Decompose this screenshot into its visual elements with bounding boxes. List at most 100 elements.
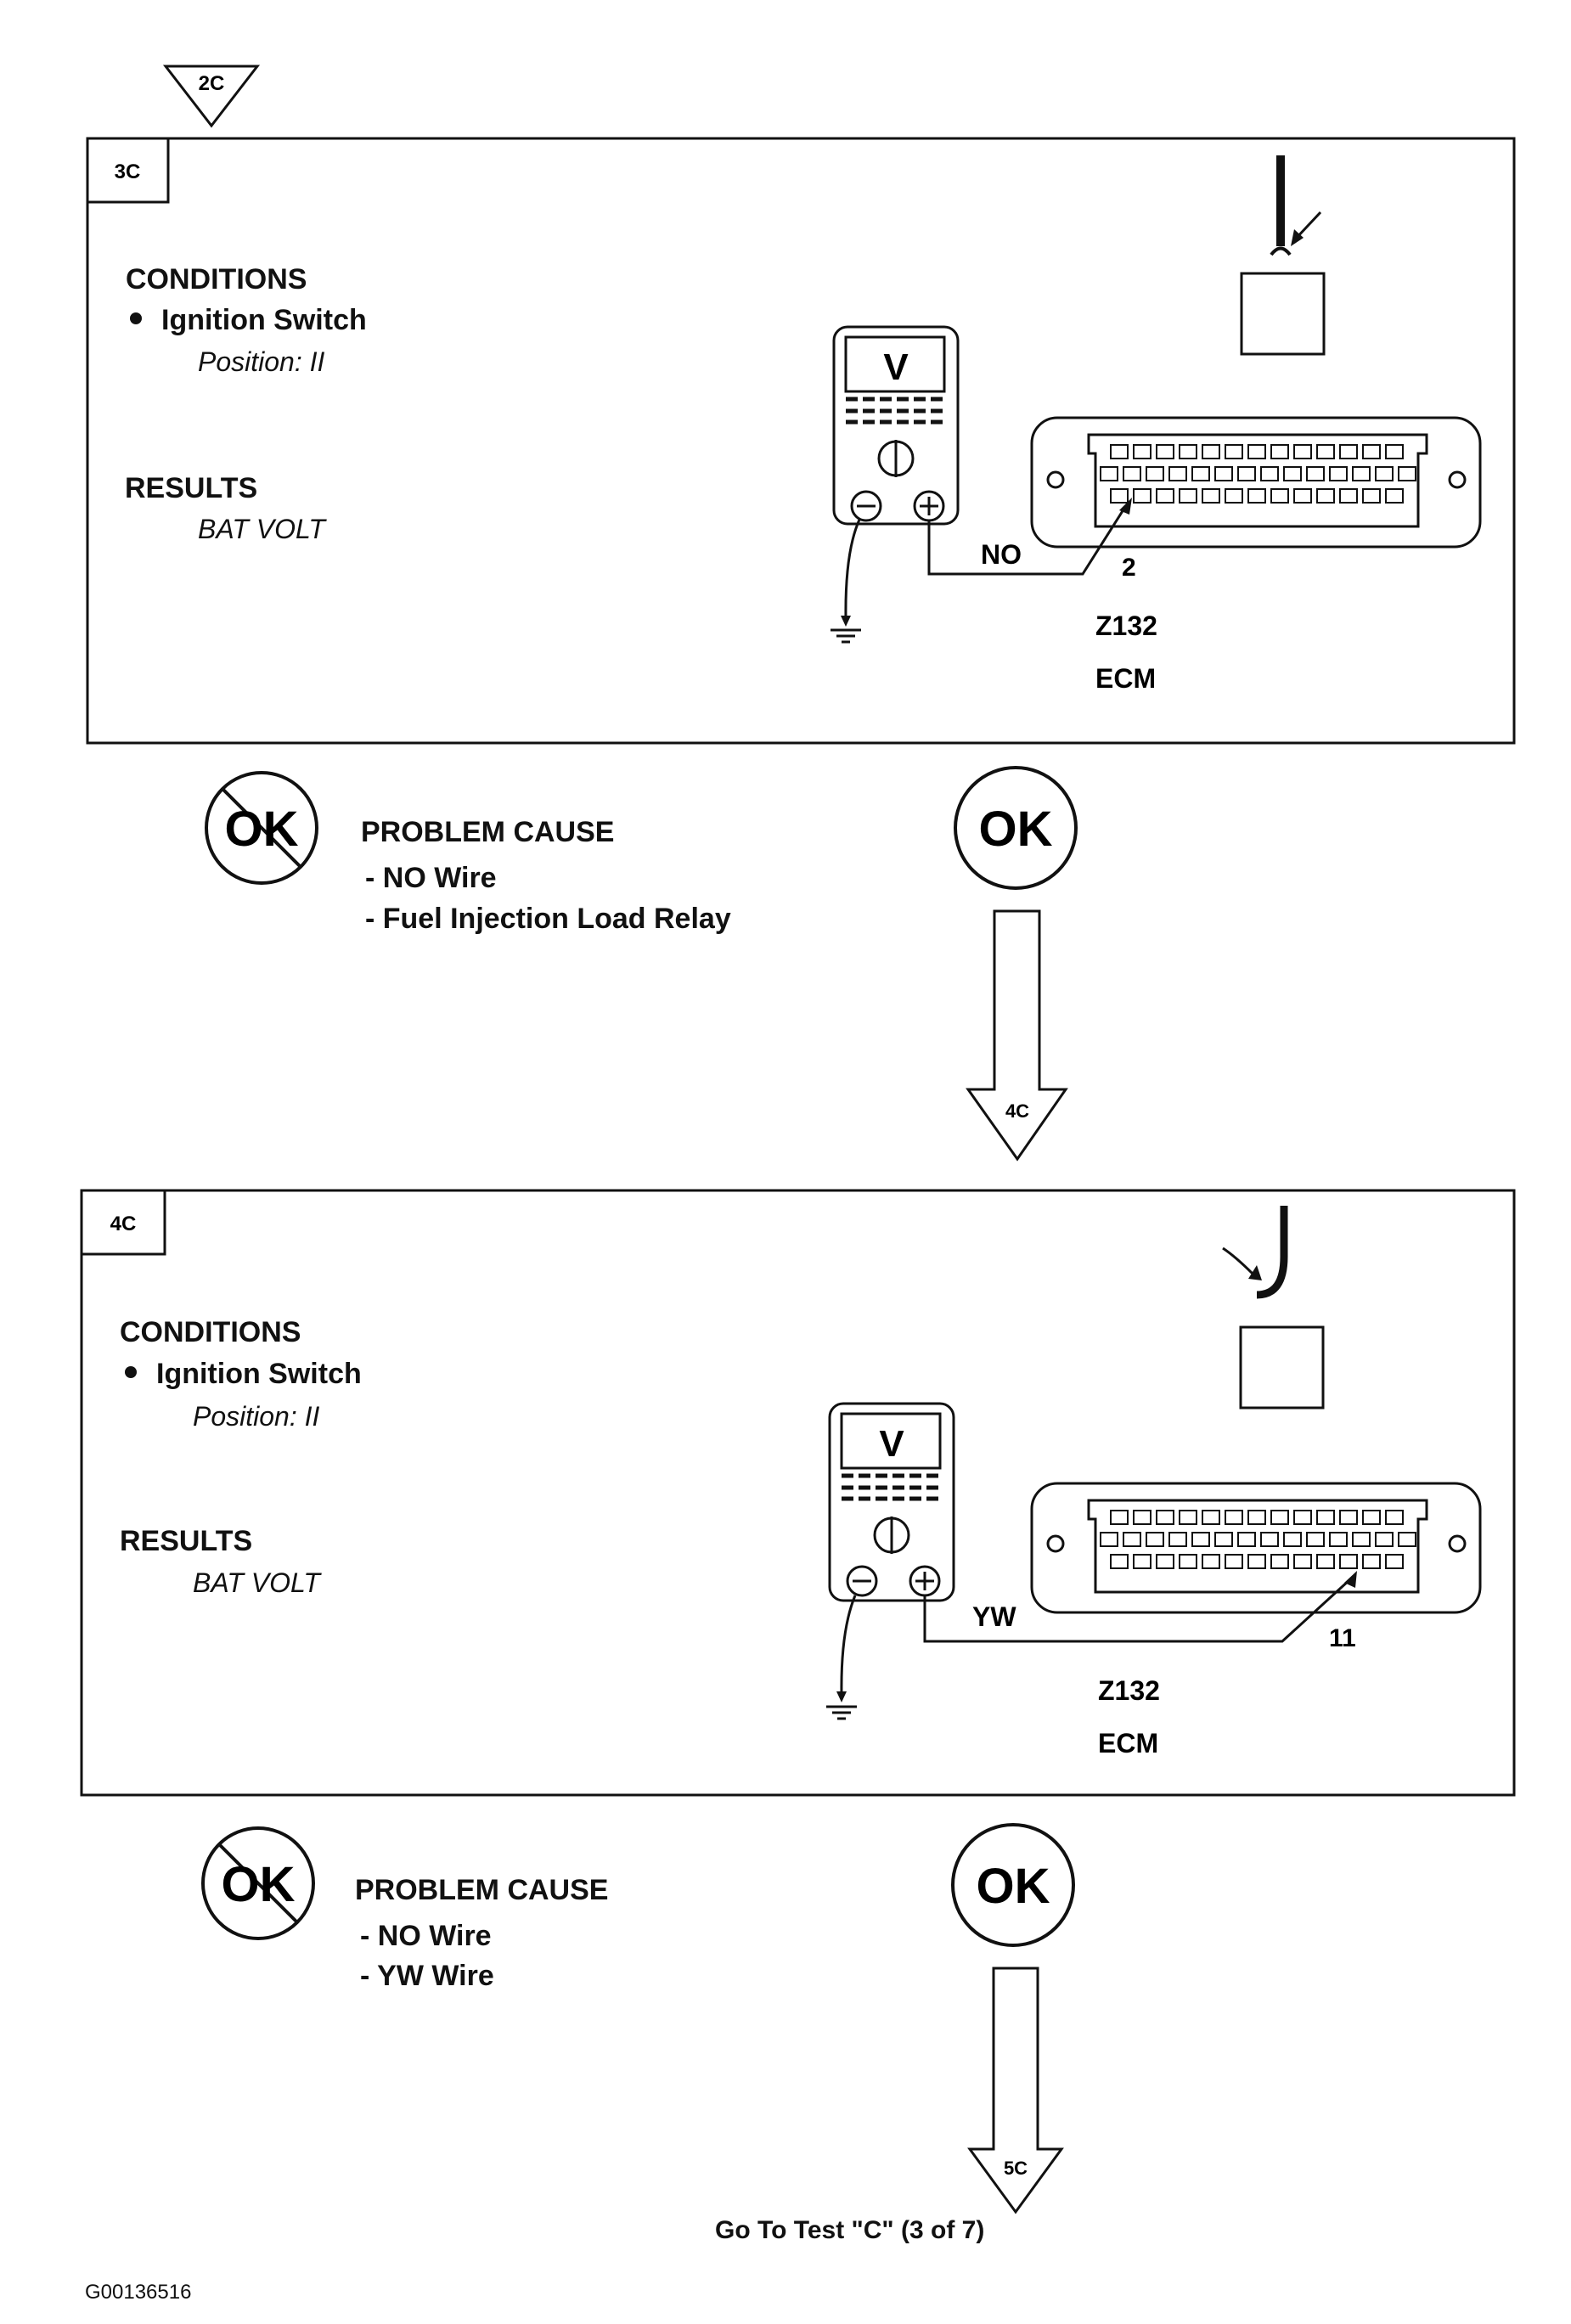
connector-pin [1283,466,1302,481]
connector-pin [1362,1510,1381,1525]
step-panel-3c [86,137,1516,745]
connector-pin [1247,444,1266,459]
connector-pin [1306,1532,1325,1547]
connector-pin [1202,488,1220,504]
results-heading: RESULTS [120,1525,253,1557]
connector-pin [1225,1510,1243,1525]
step-tag-box [80,1189,166,1256]
connector-pin [1293,1554,1312,1569]
connector-pin [1270,444,1289,459]
test-lead-wire [923,1578,1352,1643]
connector-pin [1316,1510,1335,1525]
connector-pin [1214,466,1233,481]
connector-pin [1352,466,1371,481]
connector-pin [1225,444,1243,459]
connector-pin [1385,444,1404,459]
connector-pin [1133,1510,1152,1525]
next-step-label: 5C [1004,2158,1028,2179]
meter-display-label: V [879,1423,904,1465]
problem-cause-item: - YW Wire [360,1960,494,1992]
condition-bullet [125,1366,137,1378]
ok-symbol [951,1823,1075,1947]
connector-pin [1398,1532,1416,1547]
connector-pin [1385,1510,1404,1525]
connector-pin [1352,1532,1371,1547]
problem-cause-heading: PROBLEM CAUSE [355,1874,609,1906]
connector-pin [1385,1554,1404,1569]
connector-pin [1133,444,1152,459]
connector-pin [1362,488,1381,504]
connector-pin [1260,1532,1279,1547]
ground-symbol [826,1595,857,1720]
connector-pin [1225,488,1243,504]
junction-probe-icon [1240,155,1326,356]
connector-pin [1225,1554,1243,1569]
flow-down-arrow [966,909,1068,1162]
problem-cause-item: - NO Wire [365,862,497,894]
connector-id-label: Z132 [1095,611,1157,641]
results-value: BAT VOLT [198,514,325,544]
step-panel-4c [80,1189,1516,1797]
not-ok-label: OK [222,1857,296,1912]
connector-pin [1283,1532,1302,1547]
connector-pin [1110,488,1129,504]
conditions-heading: CONDITIONS [126,263,307,295]
connector-pin [1375,1532,1394,1547]
connector-pin [1247,1554,1266,1569]
connector-pin [1110,1554,1129,1569]
connector-pin [1316,444,1335,459]
connector-pin [1362,1554,1381,1569]
connector-pin [1293,444,1312,459]
ecm-connector-icon [1030,416,1482,549]
meter-display-label: V [883,346,909,388]
connector-pin [1329,466,1348,481]
connector-pin [1247,1510,1266,1525]
connector-pin [1146,466,1164,481]
connector-pin [1110,444,1129,459]
connector-pin [1385,488,1404,504]
next-step-label: 4C [1005,1100,1029,1122]
pin-number-label: 2 [1122,554,1136,582]
connector-pin [1123,1532,1141,1547]
ok-symbol [954,766,1078,890]
connector-pin [1237,1532,1256,1547]
footer-goto-text: Go To Test "C" (3 of 7) [715,2216,985,2244]
connector-pin [1133,1554,1152,1569]
connector-pin [1247,488,1266,504]
connector-pin [1202,1554,1220,1569]
connector-pin [1293,1510,1312,1525]
connector-pin [1156,1554,1174,1569]
connector-name-label: ECM [1098,1728,1158,1758]
connector-pin [1156,444,1174,459]
problem-cause-heading: PROBLEM CAUSE [361,816,615,848]
connector-pin [1202,1510,1220,1525]
connector-pin [1214,1532,1233,1547]
connector-pin [1316,488,1335,504]
problem-cause-item: - NO Wire [360,1920,492,1952]
connector-pin [1191,466,1210,481]
not-ok-symbol [205,771,318,885]
connector-pin [1339,1554,1358,1569]
conditions-heading: CONDITIONS [120,1316,301,1348]
ground-symbol [831,519,861,644]
connector-pin [1179,444,1197,459]
connector-pin [1179,488,1197,504]
connector-pin [1100,1532,1118,1547]
connector-pin [1179,1510,1197,1525]
connector-pin [1179,1554,1197,1569]
test-lead-wire [927,506,1127,576]
connector-pin [1339,444,1358,459]
ok-label: OK [977,1859,1050,1914]
step-tag-label: 3C [115,160,141,183]
pin-number-label: 11 [1329,1624,1356,1652]
connector-pin [1100,466,1118,481]
connector-pin [1306,466,1325,481]
flow-down-arrow [967,1967,1064,2214]
connector-pin [1202,444,1220,459]
connector-pin [1168,1532,1187,1547]
connector-pin [1329,1532,1348,1547]
connector-pin [1339,1510,1358,1525]
multimeter-icon [832,325,960,526]
connector-pin [1316,1554,1335,1569]
figure-id: G00136516 [85,2281,192,2304]
